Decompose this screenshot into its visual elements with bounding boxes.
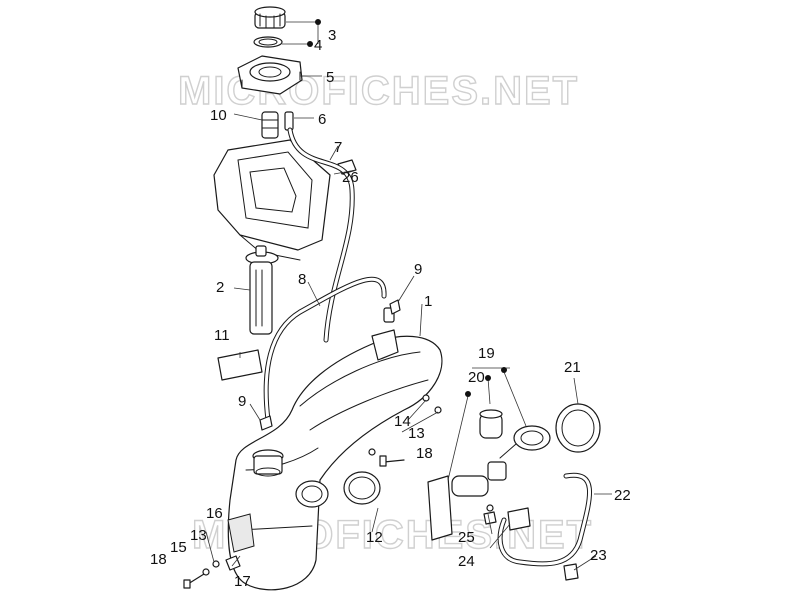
callout-22: 22 bbox=[614, 487, 631, 504]
marker-dot-19 bbox=[501, 367, 507, 373]
retaining-ring bbox=[343, 471, 381, 505]
lower-bracket bbox=[227, 513, 255, 553]
clamp-17 bbox=[225, 555, 241, 571]
callout-2: 2 bbox=[216, 279, 224, 296]
callout-1: 1 bbox=[424, 293, 432, 310]
fuel-pump-flange bbox=[499, 425, 551, 459]
hose-clamp-23 bbox=[563, 563, 579, 581]
callout-26: 26 bbox=[342, 169, 359, 186]
callout-14: 14 bbox=[394, 413, 411, 430]
callout-18a: 18 bbox=[416, 445, 433, 462]
callout-19: 19 bbox=[478, 345, 495, 362]
washer-13b bbox=[434, 406, 442, 414]
callout-24: 24 bbox=[458, 553, 475, 570]
callout-3: 3 bbox=[328, 27, 336, 44]
bolt-18-upper bbox=[379, 455, 405, 467]
marker-dot-20b bbox=[485, 375, 491, 381]
washer-14 bbox=[422, 394, 430, 402]
callout-16: 16 bbox=[206, 505, 223, 522]
hose-connector-9-lower bbox=[259, 415, 273, 431]
marker-dot-3 bbox=[315, 19, 321, 25]
cap-gasket bbox=[253, 36, 283, 48]
callout-23: 23 bbox=[590, 547, 607, 564]
callout-11: 11 bbox=[214, 327, 230, 344]
marker-dot-4 bbox=[307, 41, 313, 47]
callout-6: 6 bbox=[318, 111, 326, 128]
fuel-pump-filter bbox=[479, 409, 503, 439]
callout-18b: 18 bbox=[150, 551, 167, 568]
callout-25: 25 bbox=[458, 529, 475, 546]
fuel-level-sender bbox=[245, 245, 279, 335]
bolt-18-lower bbox=[183, 573, 205, 589]
callout-10: 10 bbox=[210, 107, 227, 124]
callout-4: 4 bbox=[314, 37, 322, 54]
callout-21: 21 bbox=[564, 359, 581, 376]
pump-lock-ring bbox=[555, 403, 601, 453]
callout-17: 17 bbox=[234, 573, 251, 590]
fitting-25 bbox=[486, 504, 494, 512]
callout-13b: 13 bbox=[190, 527, 207, 544]
callout-5: 5 bbox=[326, 69, 334, 86]
level-sender-plate bbox=[217, 349, 263, 381]
drain-fitting bbox=[261, 111, 279, 139]
filler-neck-housing bbox=[237, 55, 303, 95]
washer-13c bbox=[212, 560, 220, 568]
pump-gasket-plate bbox=[427, 475, 453, 541]
callout-7: 7 bbox=[334, 139, 342, 156]
callout-9b: 9 bbox=[238, 393, 246, 410]
hose-connector-9-upper bbox=[389, 299, 401, 315]
callout-9a: 9 bbox=[414, 261, 422, 278]
callout-8: 8 bbox=[298, 271, 306, 288]
washer-15 bbox=[202, 568, 210, 576]
callout-13a: 13 bbox=[408, 425, 425, 442]
hose-end-fitting bbox=[507, 507, 531, 531]
fuel-pump-body bbox=[451, 461, 507, 497]
filler-cap bbox=[254, 6, 286, 29]
washer-13-upper bbox=[368, 448, 376, 456]
fuel-tank bbox=[227, 307, 443, 591]
hose-fitting bbox=[284, 111, 294, 131]
callout-numbers: 3 4 5 10 6 7 26 9 8 2 1 11 19 21 20 9 14… bbox=[150, 27, 631, 590]
callout-15: 15 bbox=[170, 539, 187, 556]
watermark-top: MICROFICHES.NET bbox=[178, 69, 579, 113]
callout-12: 12 bbox=[366, 529, 383, 546]
callout-20: 20 bbox=[468, 369, 485, 386]
marker-dot-20a bbox=[465, 391, 471, 397]
quick-connector-24 bbox=[483, 511, 497, 525]
